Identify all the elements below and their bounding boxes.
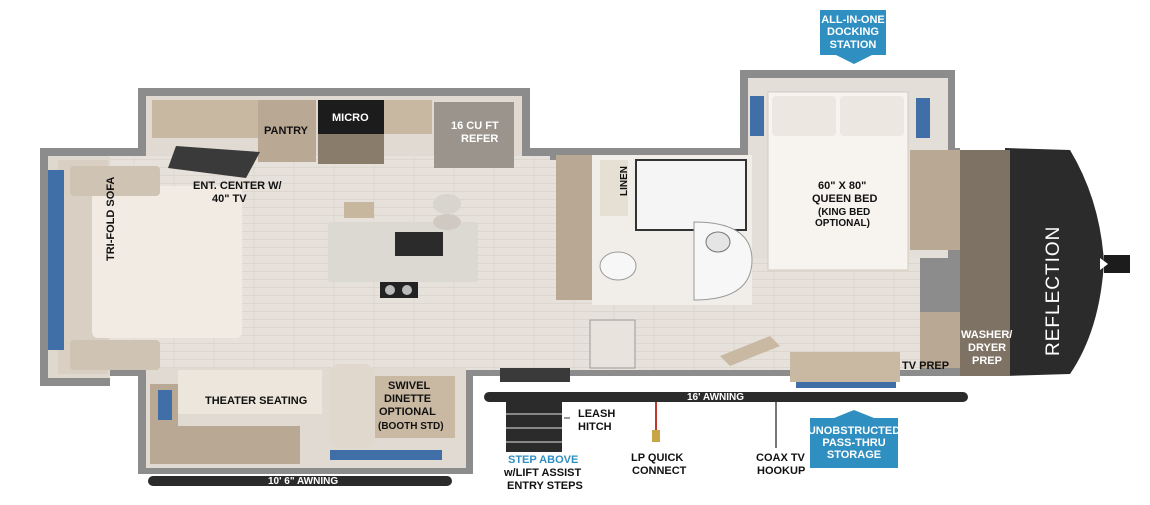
reflection-logo: REFLECTION bbox=[1043, 225, 1064, 356]
docking-station-callout: ALL-IN-ONE DOCKING STATION bbox=[820, 10, 886, 55]
kitchen-counters bbox=[152, 100, 514, 178]
bed-label-line1: 60" x 80" bbox=[818, 180, 867, 192]
sofa-shape bbox=[48, 160, 242, 374]
theater-area bbox=[150, 364, 455, 464]
front-cabinets bbox=[720, 336, 900, 388]
entry bbox=[500, 319, 636, 382]
lp-connect-label-line1: LP QUICK bbox=[631, 452, 684, 464]
refer-label-line2: REFER bbox=[461, 133, 499, 145]
leash-hitch-label-line2: HITCH bbox=[578, 421, 612, 433]
tv-prep-label: TV PREP bbox=[902, 360, 950, 372]
pass-thru-storage-callout: UNOBSTRUCTED PASS-THRU STORAGE bbox=[807, 418, 901, 468]
dinette-label-line4: (BOOTH STD) bbox=[378, 421, 444, 432]
theater-seating-label: THEATER SEATING bbox=[205, 395, 308, 407]
ent-center-label-line2: 40" TV bbox=[212, 193, 247, 205]
entry-steps bbox=[506, 400, 562, 452]
bathroom bbox=[556, 155, 753, 301]
ent-center-label-line1: ENT. CENTER w/ bbox=[193, 180, 282, 192]
lp-connect-label-line2: CONNECT bbox=[632, 465, 687, 477]
linen-label: LINEN bbox=[619, 166, 630, 196]
awnings bbox=[148, 392, 968, 486]
refer-label-line1: 16 CU FT bbox=[451, 120, 499, 132]
storage-callout-line1: UNOBSTRUCTED bbox=[807, 424, 901, 437]
kingpin bbox=[1104, 255, 1130, 273]
leader-lines bbox=[564, 402, 777, 448]
coax-label-line2: HOOKUP bbox=[757, 465, 806, 477]
kitchen-island bbox=[328, 194, 478, 298]
coax-label-line1: COAX TV bbox=[756, 452, 805, 464]
storage-callout-line2: PASS-THRU bbox=[822, 436, 886, 449]
docking-callout-line1: ALL-IN-ONE bbox=[821, 14, 885, 27]
dinette-label-line2: DINETTE bbox=[384, 393, 432, 405]
step-label-line3: ENTRY STEPS bbox=[507, 480, 583, 492]
pantry-label: PANTRY bbox=[264, 125, 308, 137]
bedroom bbox=[750, 91, 1010, 376]
step-label-line2: w/LIFT ASSIST bbox=[504, 467, 582, 479]
bed-label-line4: OPTIONAL) bbox=[815, 218, 870, 229]
washer-label-line3: PREP bbox=[972, 355, 1002, 367]
rear-awning-label: 10' 6" AWNING bbox=[268, 476, 339, 487]
washer-label-line2: DRYER bbox=[968, 342, 1007, 354]
leash-hitch-label-line1: LEASH bbox=[578, 408, 616, 420]
dinette-label-line3: OPTIONAL bbox=[379, 406, 436, 418]
washer-label-line1: WASHER/ bbox=[961, 329, 1013, 341]
micro-label: MICRO bbox=[332, 112, 369, 124]
storage-callout-line3: STORAGE bbox=[826, 449, 882, 462]
front-awning-label: 16' AWNING bbox=[687, 392, 745, 403]
dinette-label-line1: SWIVEL bbox=[388, 380, 431, 392]
bed-label-line3: (KING BED bbox=[818, 207, 871, 218]
docking-callout-line3: STATION bbox=[829, 38, 877, 51]
step-label-line1: STEP ABOVE bbox=[508, 454, 579, 466]
bed-label-line2: QUEEN BED bbox=[812, 193, 878, 205]
sofa-label: TRI-FOLD SOFA bbox=[105, 176, 117, 261]
docking-callout-line2: DOCKING bbox=[827, 26, 879, 39]
